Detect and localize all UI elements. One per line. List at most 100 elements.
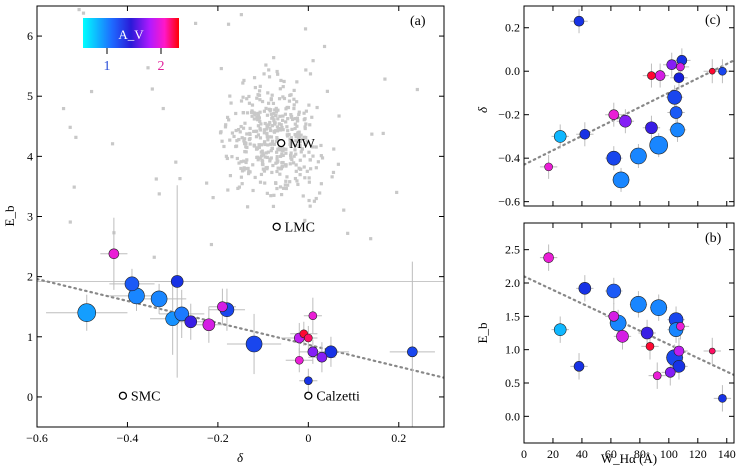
data-point xyxy=(718,394,727,403)
panel-b-label: (b) xyxy=(705,231,722,246)
background-point xyxy=(304,109,309,113)
data-point xyxy=(543,252,554,263)
background-point xyxy=(258,110,262,114)
background-point xyxy=(269,194,273,198)
y-tick-label: 2 xyxy=(27,270,33,284)
background-point xyxy=(381,131,385,136)
background-point xyxy=(271,163,275,168)
data-point xyxy=(573,15,585,27)
background-point xyxy=(260,149,264,153)
background-point xyxy=(307,176,311,180)
background-point xyxy=(305,169,309,173)
background-point xyxy=(316,160,320,164)
background-point xyxy=(237,185,241,189)
data-point xyxy=(672,360,686,373)
background-point xyxy=(146,66,150,70)
data-point xyxy=(202,318,216,332)
reference-label: Calzetti xyxy=(316,390,360,405)
background-point xyxy=(284,120,288,124)
background-point xyxy=(241,159,246,163)
background-point xyxy=(264,127,269,131)
data-point xyxy=(77,303,97,323)
background-point xyxy=(271,101,276,106)
data-point xyxy=(619,114,632,128)
background-point xyxy=(283,112,288,116)
colorbar-gradient xyxy=(83,18,179,48)
data-point xyxy=(606,150,622,166)
background-point xyxy=(270,170,274,175)
data-point xyxy=(606,283,622,299)
data-point xyxy=(666,59,678,70)
background-point xyxy=(289,151,293,155)
background-point xyxy=(234,111,238,116)
background-point xyxy=(300,147,304,151)
background-point xyxy=(242,139,246,143)
reference-point xyxy=(118,391,128,400)
background-point xyxy=(262,131,266,135)
background-point xyxy=(297,135,302,139)
data-point xyxy=(578,282,592,295)
background-point xyxy=(278,114,282,118)
background-point xyxy=(266,143,270,147)
background-point xyxy=(282,96,287,101)
data-point xyxy=(544,162,553,172)
background-point xyxy=(254,135,259,139)
background-point xyxy=(273,114,277,118)
background-point xyxy=(89,89,94,94)
background-point xyxy=(311,145,315,149)
background-point xyxy=(242,78,246,83)
panel-a-xlabel: δ xyxy=(237,450,244,465)
background-point xyxy=(264,63,268,67)
background-point xyxy=(314,166,318,170)
background-point xyxy=(298,140,302,144)
background-point xyxy=(274,110,279,114)
background-point xyxy=(247,137,251,142)
background-point xyxy=(293,148,297,152)
background-point xyxy=(275,69,279,74)
x-tick-label: 100 xyxy=(660,447,678,461)
background-point xyxy=(284,179,288,183)
background-point xyxy=(276,72,280,76)
background-point xyxy=(237,161,241,165)
background-point xyxy=(292,106,296,111)
background-point xyxy=(261,167,265,171)
background-point xyxy=(275,129,280,133)
background-point xyxy=(302,118,306,122)
x-tick-label: 60 xyxy=(605,447,617,461)
background-point xyxy=(277,127,281,131)
background-point xyxy=(270,146,274,151)
data-point xyxy=(667,90,682,105)
background-point xyxy=(267,101,271,105)
background-point xyxy=(248,170,252,174)
background-point xyxy=(272,118,276,122)
y-tick-label: 1.0 xyxy=(505,343,520,357)
background-point xyxy=(294,169,298,173)
background-point xyxy=(224,123,228,127)
background-point xyxy=(61,106,66,111)
background-point xyxy=(68,220,72,224)
data-point xyxy=(316,351,328,363)
reference-point xyxy=(277,138,286,148)
background-point xyxy=(240,169,245,173)
background-point xyxy=(293,122,297,126)
background-point xyxy=(301,194,305,198)
background-point xyxy=(342,208,346,212)
data-point xyxy=(324,345,338,359)
background-point xyxy=(258,136,263,140)
background-point xyxy=(266,91,270,95)
background-point xyxy=(278,185,283,189)
background-point xyxy=(293,126,297,131)
background-point xyxy=(237,137,241,142)
background-point xyxy=(242,166,246,170)
background-point xyxy=(260,99,265,104)
data-point xyxy=(708,347,716,355)
background-point xyxy=(256,124,260,128)
background-point xyxy=(284,186,288,191)
background-point xyxy=(288,140,292,144)
background-point xyxy=(257,93,262,97)
data-point xyxy=(108,248,120,260)
x-tick-label: −0.2 xyxy=(207,431,229,445)
background-point xyxy=(295,100,299,104)
background-point xyxy=(294,163,298,167)
y-tick-label: 0.0 xyxy=(505,64,520,78)
